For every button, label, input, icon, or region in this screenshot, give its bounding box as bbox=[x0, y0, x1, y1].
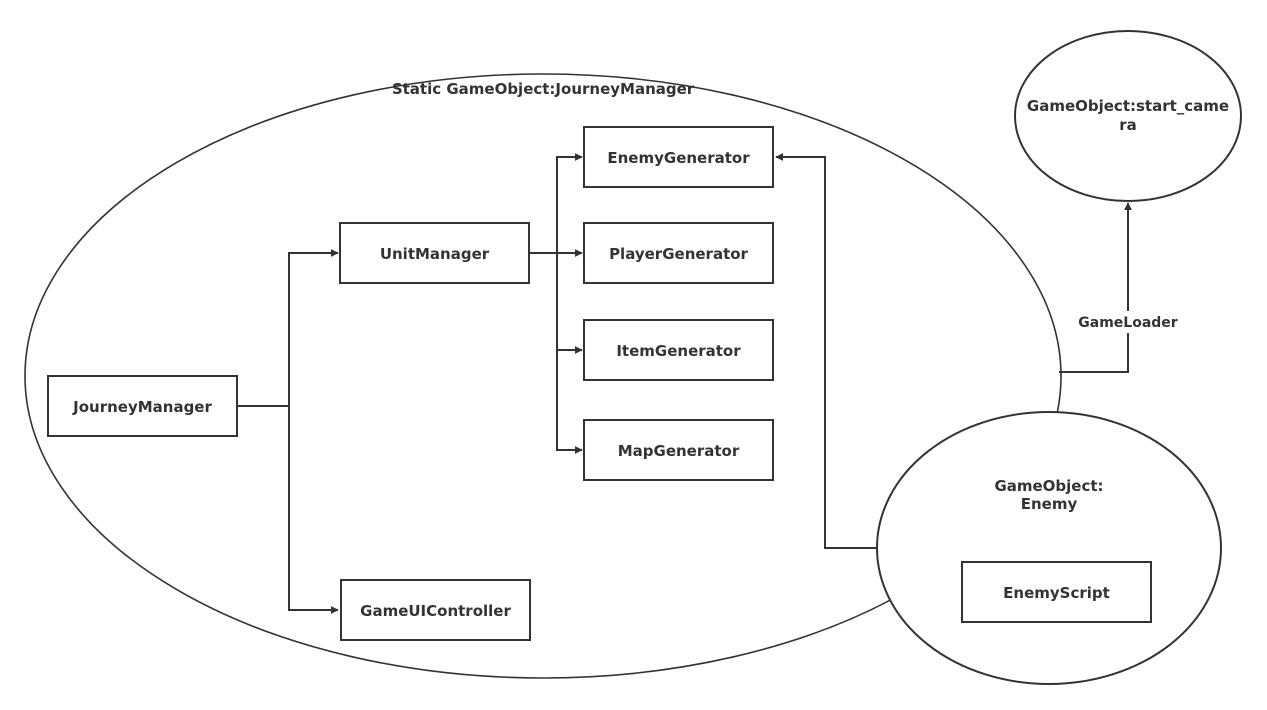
enemy-generator-label: EnemyGenerator bbox=[607, 149, 750, 167]
game-ui-controller-label: GameUIController bbox=[360, 602, 511, 620]
player-generator-box bbox=[583, 222, 774, 284]
enemy-label-line2: Enemy bbox=[1021, 495, 1078, 513]
start-camera-object: GameObject:start_came ra bbox=[1014, 30, 1242, 202]
edge-unitmanager-to-mapgenerator bbox=[556, 253, 583, 454]
enemy-script-label: EnemyScript bbox=[1003, 584, 1110, 602]
player-generator-label: PlayerGenerator bbox=[609, 245, 748, 263]
node-journey-manager: JourneyManager bbox=[47, 375, 238, 437]
map-generator-box bbox=[583, 419, 774, 481]
node-map-generator: MapGenerator bbox=[583, 419, 774, 481]
node-item-generator: ItemGenerator bbox=[583, 319, 774, 381]
journey-manager-scope-ellipse bbox=[24, 73, 1062, 679]
item-generator-label: ItemGenerator bbox=[616, 342, 741, 360]
enemy-object: GameObject: Enemy bbox=[876, 411, 1222, 685]
item-generator-box bbox=[583, 319, 774, 381]
edge-gameloader-label: GameLoader bbox=[1078, 315, 1178, 331]
journey-manager-box bbox=[47, 375, 238, 437]
node-player-generator: PlayerGenerator bbox=[583, 222, 774, 284]
start-camera-label-line2: ra bbox=[1119, 116, 1137, 134]
node-enemy-script: EnemyScript bbox=[961, 561, 1152, 623]
node-game-ui-controller: GameUIController bbox=[340, 579, 531, 641]
node-enemy-generator: EnemyGenerator bbox=[583, 126, 774, 188]
edges: GameLoader bbox=[238, 153, 1182, 614]
edge-enemy-to-enemygenerator bbox=[775, 153, 878, 549]
journey-manager-label: JourneyManager bbox=[72, 398, 212, 416]
edge-journey-to-unitmanager bbox=[288, 249, 339, 406]
edge-gameloader bbox=[1059, 202, 1132, 373]
edge-gameloader-label-bg bbox=[1074, 311, 1182, 333]
journey-manager-scope-label: Static GameObject:JourneyManager bbox=[392, 80, 695, 98]
game-ui-controller-box bbox=[340, 579, 531, 641]
journey-manager-scope: Static GameObject:JourneyManager bbox=[24, 73, 1062, 679]
enemy-generator-box bbox=[583, 126, 774, 188]
unit-manager-label: UnitManager bbox=[380, 245, 490, 263]
map-generator-label: MapGenerator bbox=[618, 442, 740, 460]
start-camera-label-line1: GameObject:start_came bbox=[1027, 97, 1229, 115]
enemy-label-line1: GameObject: bbox=[994, 477, 1103, 495]
edge-unitmanager-to-enemygenerator bbox=[556, 153, 583, 253]
start-camera-ellipse bbox=[1014, 30, 1242, 202]
edge-journey-to-gameuicontroller bbox=[288, 406, 339, 614]
enemy-ellipse bbox=[876, 411, 1222, 685]
node-unit-manager: UnitManager bbox=[339, 222, 530, 284]
unit-manager-box bbox=[339, 222, 530, 284]
enemy-script-box bbox=[961, 561, 1152, 623]
edge-unitmanager-to-itemgenerator bbox=[556, 253, 583, 354]
